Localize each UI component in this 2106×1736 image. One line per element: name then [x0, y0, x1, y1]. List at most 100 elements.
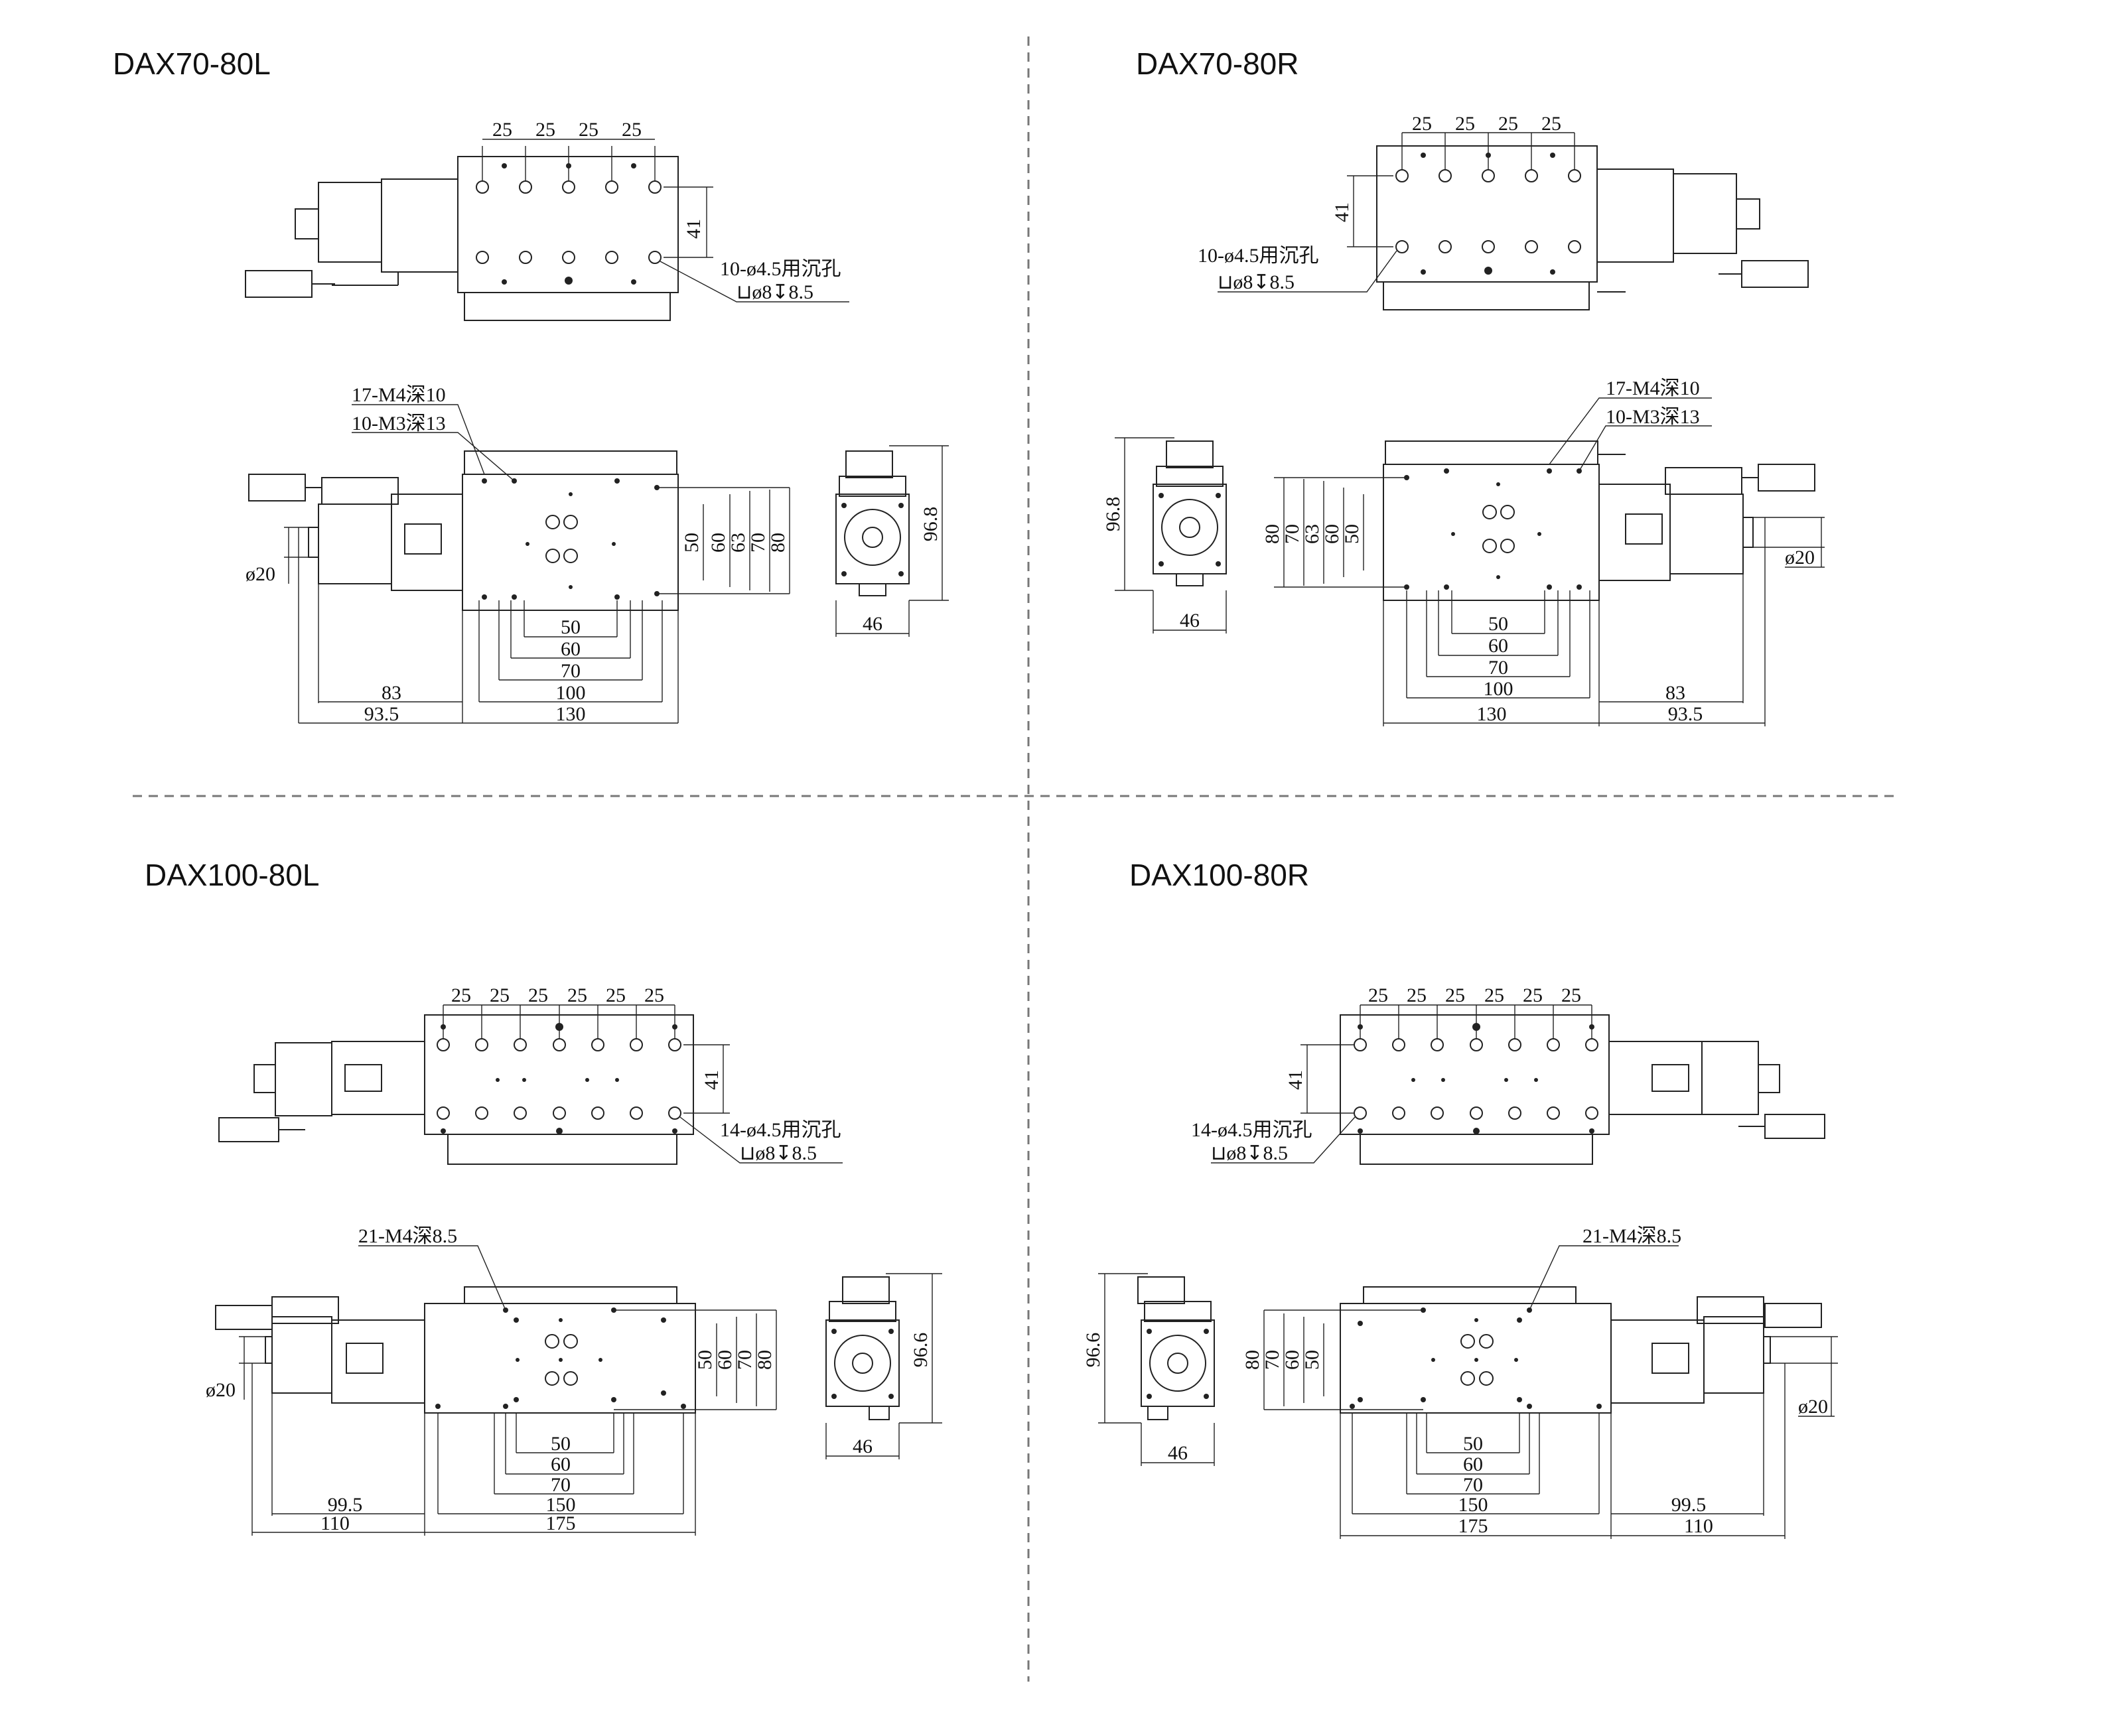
panel-dax100-80l: DAX100-80L 25 25 25 25 25 25 41	[145, 858, 942, 1536]
counterbore-spec: ⊔ø8↧8.5	[1218, 271, 1295, 293]
height-dim: 50	[1341, 524, 1363, 544]
end-view: 46 96.6	[825, 1273, 942, 1459]
front-view: 80 70 60 50 21-M4深8.5 50 60 70 150 175 9…	[1241, 1225, 1838, 1539]
pitch-label: 25	[567, 984, 587, 1006]
panel-dax70-80r: DAX70-80R 25 25 25 25 41 10-ø4.5用沉孔	[1102, 46, 1825, 726]
width-dim: 150	[1458, 1494, 1488, 1516]
width-dim: 70	[551, 1474, 571, 1496]
width-dim: 175	[546, 1512, 576, 1534]
width-dim: 60	[551, 1453, 571, 1475]
top-view: 25 25 25 25 25 25 41 14-ø4.5用沉孔 ⊔ø8↧8.5	[218, 984, 843, 1165]
pitch-label: 25	[1498, 113, 1518, 135]
width-dim: 70	[1488, 657, 1508, 679]
pitch-label: 25	[1368, 984, 1388, 1006]
pitch-label: 25	[622, 119, 642, 141]
width-dim: 175	[1458, 1515, 1488, 1537]
height-dim: 70	[1281, 524, 1303, 544]
height-dim: 50	[681, 533, 703, 553]
motor-length-99-5: 99.5	[328, 1494, 363, 1516]
width-dim: 130	[556, 703, 586, 725]
width-dim: 60	[1463, 1453, 1483, 1475]
panel-dax100-80r: DAX100-80R 25 25 25 25 25 25 41	[1082, 858, 1838, 1539]
tap-note-m4: 17-M4深10	[352, 384, 446, 406]
motor-length-93-5: 93.5	[364, 703, 399, 725]
counterbore-spec: ⊔ø8↧8.5	[1211, 1142, 1288, 1164]
pitch-label: 25	[1412, 113, 1432, 135]
height-dim: 80	[754, 1350, 776, 1370]
height-41-label: 41	[683, 219, 705, 239]
cable-diameter: ø20	[1785, 547, 1815, 568]
height-dim: 63	[727, 533, 749, 553]
tap-note-m4: 21-M4深8.5	[1582, 1225, 1681, 1247]
front-view: 50 60 63 70 80 17-M4深10 10-M3深13 50 60 7…	[246, 384, 790, 725]
end-view: 46 96.8	[1102, 437, 1227, 634]
end-height: 96.8	[920, 507, 942, 542]
panel-title: DAX100-80R	[1129, 858, 1309, 892]
height-dim: 63	[1301, 524, 1323, 544]
pitch-label: 25	[1445, 984, 1465, 1006]
height-dim: 80	[1241, 1350, 1263, 1370]
cable-diameter: ø20	[206, 1379, 236, 1401]
counterbore-note: 14-ø4.5用沉孔	[720, 1119, 841, 1141]
height-dim: 50	[1301, 1350, 1323, 1370]
pitch-label: 25	[644, 984, 664, 1006]
pitch-label: 25	[579, 119, 598, 141]
width-dim: 70	[561, 660, 581, 682]
height-41-label: 41	[1331, 202, 1353, 222]
top-view: 25 25 25 25 41 10-ø4.5用沉孔 ⊔ø8↧8.5	[245, 119, 849, 321]
width-dim: 150	[546, 1494, 576, 1516]
pitch-label: 25	[528, 984, 548, 1006]
end-view: 46 96.6	[1082, 1273, 1215, 1466]
pitch-label: 25	[451, 984, 471, 1006]
tap-note-m3: 10-M3深13	[352, 413, 446, 434]
pitch-label: 25	[1407, 984, 1427, 1006]
width-dim: 50	[551, 1433, 571, 1455]
height-dim: 60	[1281, 1350, 1303, 1370]
height-dim: 50	[694, 1350, 716, 1370]
panel-title: DAX100-80L	[145, 858, 319, 892]
top-view: 25 25 25 25 41 10-ø4.5用沉孔 ⊔ø8↧8.5	[1198, 113, 1809, 310]
pitch-label: 25	[1561, 984, 1581, 1006]
end-width: 46	[853, 1436, 873, 1457]
width-dim: 100	[1484, 678, 1513, 700]
top-view: 25 25 25 25 25 25 41 14-ø4.5用沉孔 ⊔ø8↧8.5	[1191, 984, 1825, 1165]
width-dim: 70	[1463, 1474, 1483, 1496]
motor-length-93-5: 93.5	[1668, 703, 1703, 725]
width-dim: 50	[1488, 613, 1508, 635]
counterbore-spec: ⊔ø8↧8.5	[737, 281, 813, 303]
counterbore-note: 14-ø4.5用沉孔	[1191, 1119, 1312, 1141]
tap-note-m3: 10-M3深13	[1606, 406, 1700, 428]
width-dim: 60	[1488, 635, 1508, 657]
top-holes	[476, 163, 662, 285]
front-view: 50 60 70 80 21-M4深8.5 50 60 70 150 175 9…	[206, 1225, 777, 1536]
height-dim: 80	[767, 533, 789, 553]
counterbore-note: 10-ø4.5用沉孔	[1198, 245, 1319, 267]
motor-length-99-5: 99.5	[1671, 1494, 1707, 1516]
end-width: 46	[1168, 1442, 1188, 1464]
end-view: 46 96.8	[835, 445, 949, 637]
tap-note-m4: 17-M4深10	[1606, 377, 1700, 399]
motor-length-83: 83	[1665, 682, 1685, 704]
end-width: 46	[1180, 610, 1200, 632]
pitch-label: 25	[1523, 984, 1543, 1006]
end-height: 96.6	[1082, 1333, 1104, 1368]
panel-title: DAX70-80R	[1136, 46, 1299, 81]
width-dim: 130	[1477, 703, 1507, 725]
panel-title: DAX70-80L	[113, 46, 271, 81]
end-height: 96.6	[910, 1333, 932, 1368]
pitch-label: 25	[492, 119, 512, 141]
height-dim: 70	[1261, 1350, 1283, 1370]
height-dim: 60	[707, 533, 729, 553]
counterbore-note: 10-ø4.5用沉孔	[720, 258, 841, 280]
counterbore-spec: ⊔ø8↧8.5	[740, 1142, 817, 1164]
pitch-label: 25	[1455, 113, 1475, 135]
height-dim: 60	[714, 1350, 736, 1370]
motor-length-110: 110	[320, 1512, 350, 1534]
cable-diameter: ø20	[246, 563, 275, 585]
pitch-label: 25	[1484, 984, 1504, 1006]
motor-length-83: 83	[382, 682, 401, 704]
cable-diameter: ø20	[1798, 1396, 1828, 1418]
motor-length-110: 110	[1684, 1515, 1713, 1537]
tap-note-m4: 21-M4深8.5	[358, 1225, 457, 1247]
